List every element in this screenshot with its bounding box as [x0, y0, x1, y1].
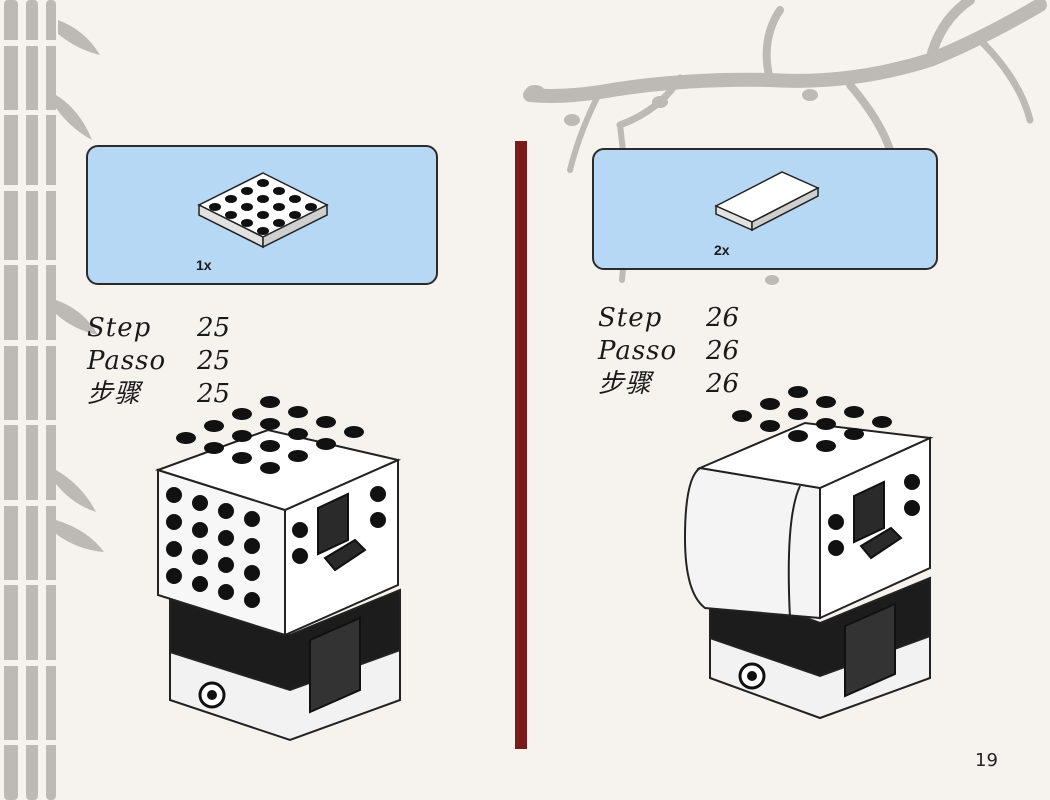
step-label-26: Step 26 Passo 26 步骤 26 — [598, 302, 739, 401]
step-word-en: Step — [87, 313, 152, 343]
white-curved-slope-icon — [714, 171, 820, 232]
panda-brickheadz-assembly-step-26 — [683, 386, 934, 720]
page-number: 19 — [975, 750, 998, 771]
step-number-en: 26 — [706, 303, 740, 333]
part-quantity: 1x — [196, 257, 212, 273]
bamboo-decoration-icon — [0, 0, 104, 800]
step-number-en: 25 — [197, 313, 231, 343]
white-4x4-plate-icon — [197, 172, 329, 249]
parts-callout-step-26: 2x — [592, 148, 938, 270]
step-label-25: Step 25 Passo 25 步骤 25 — [87, 312, 230, 411]
step-number-it: 25 — [197, 346, 231, 376]
panda-brickheadz-assembly-step-25 — [154, 396, 402, 742]
parts-callout-step-25: 1x — [86, 145, 438, 285]
step-word-zh: 步骤 — [598, 369, 653, 399]
step-number-zh: 26 — [706, 369, 740, 399]
step-word-zh: 步骤 — [87, 379, 142, 409]
step-word-it: Passo — [598, 336, 678, 366]
step-word-it: Passo — [87, 346, 167, 376]
step-word-en: Step — [598, 303, 663, 333]
step-number-it: 26 — [706, 336, 740, 366]
page-divider — [515, 141, 527, 749]
step-number-zh: 25 — [197, 379, 231, 409]
part-quantity: 2x — [714, 242, 730, 258]
